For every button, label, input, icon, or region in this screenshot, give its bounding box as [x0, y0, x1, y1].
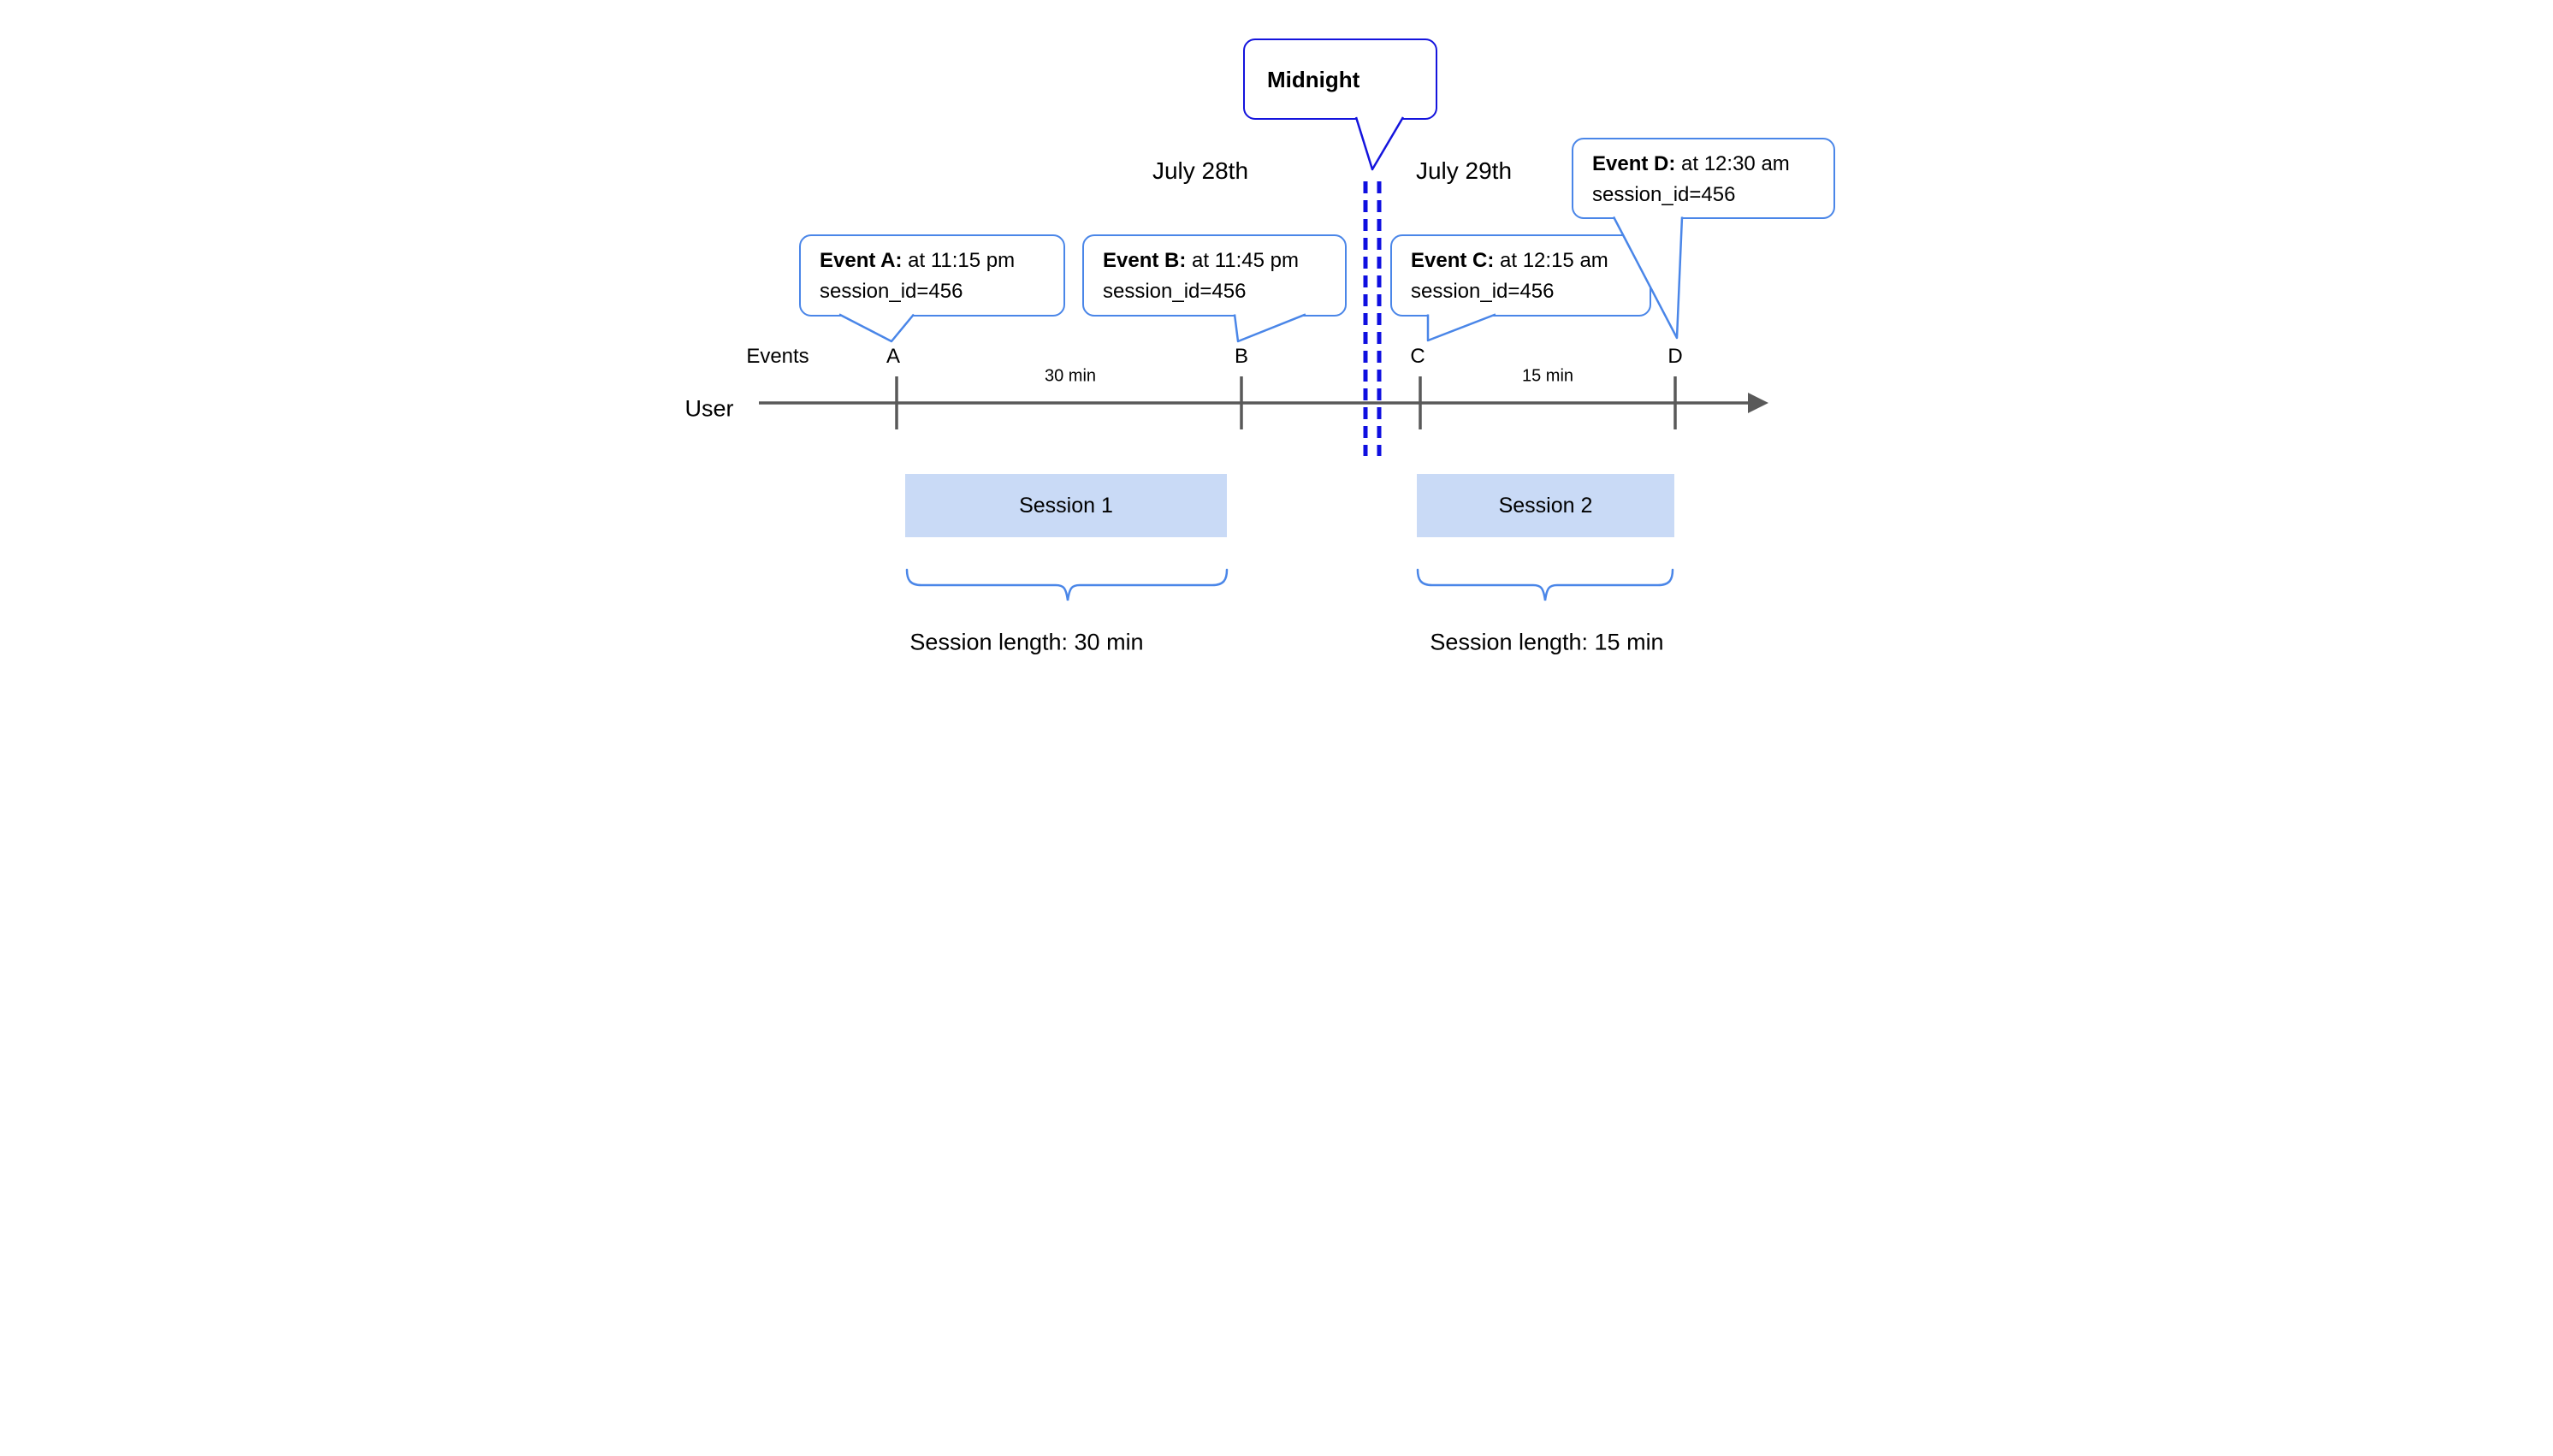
date-label-july-28: July 28th	[1152, 157, 1249, 184]
tick-label-a: A	[886, 345, 901, 368]
event-b-callout-line2: session_id=456	[1103, 280, 1247, 303]
timeline-arrowhead-icon	[1748, 393, 1768, 413]
session-1-length-label: Session length: 30 min	[909, 629, 1144, 655]
event-c-callout-tail	[1426, 313, 1496, 342]
midnight-callout: Midnight	[1243, 38, 1437, 120]
event-d-callout: Event D: at 12:30 am session_id=456	[1572, 138, 1835, 219]
timeline-diagram: July 28th July 29th Midnight Event A: at…	[638, 0, 1915, 728]
event-c-callout: Event C: at 12:15 am session_id=456	[1390, 234, 1651, 317]
event-b-callout-tail	[1233, 313, 1306, 343]
interval-label-15min: 15 min	[1521, 366, 1574, 386]
event-d-callout-line2: session_id=456	[1592, 183, 1736, 206]
user-axis-label: User	[684, 395, 734, 422]
event-a-callout: Event A: at 11:15 pm session_id=456	[799, 234, 1065, 317]
event-c-callout-line2: session_id=456	[1411, 280, 1555, 303]
session-2-length-label: Session length: 15 min	[1430, 629, 1664, 655]
session-2-box: Session 2	[1417, 474, 1674, 537]
interval-label-30min: 30 min	[1044, 366, 1097, 386]
session-1-label: Session 1	[1019, 493, 1113, 518]
session-2-label: Session 2	[1498, 493, 1593, 518]
tick-label-c: C	[1410, 345, 1425, 368]
event-a-callout-line2: session_id=456	[820, 280, 963, 303]
session-1-brace	[905, 568, 1229, 601]
event-b-callout: Event B: at 11:45 pm session_id=456	[1082, 234, 1347, 317]
events-row-label: Events	[746, 345, 809, 368]
tick-label-d: D	[1667, 345, 1683, 368]
session-1-box: Session 1	[905, 474, 1227, 537]
event-c-callout-line1: Event C: at 12:15 am	[1411, 249, 1608, 272]
event-a-callout-tail	[838, 313, 915, 343]
tick-label-b: B	[1234, 345, 1249, 368]
event-d-callout-line1: Event D: at 12:30 am	[1592, 152, 1790, 175]
event-b-callout-line1: Event B: at 11:45 pm	[1103, 249, 1299, 272]
date-label-july-29: July 29th	[1415, 157, 1513, 184]
midnight-callout-tail	[1354, 116, 1405, 171]
event-a-callout-line1: Event A: at 11:15 pm	[820, 249, 1016, 272]
midnight-callout-label: Midnight	[1267, 66, 1360, 92]
session-2-brace	[1416, 568, 1674, 601]
